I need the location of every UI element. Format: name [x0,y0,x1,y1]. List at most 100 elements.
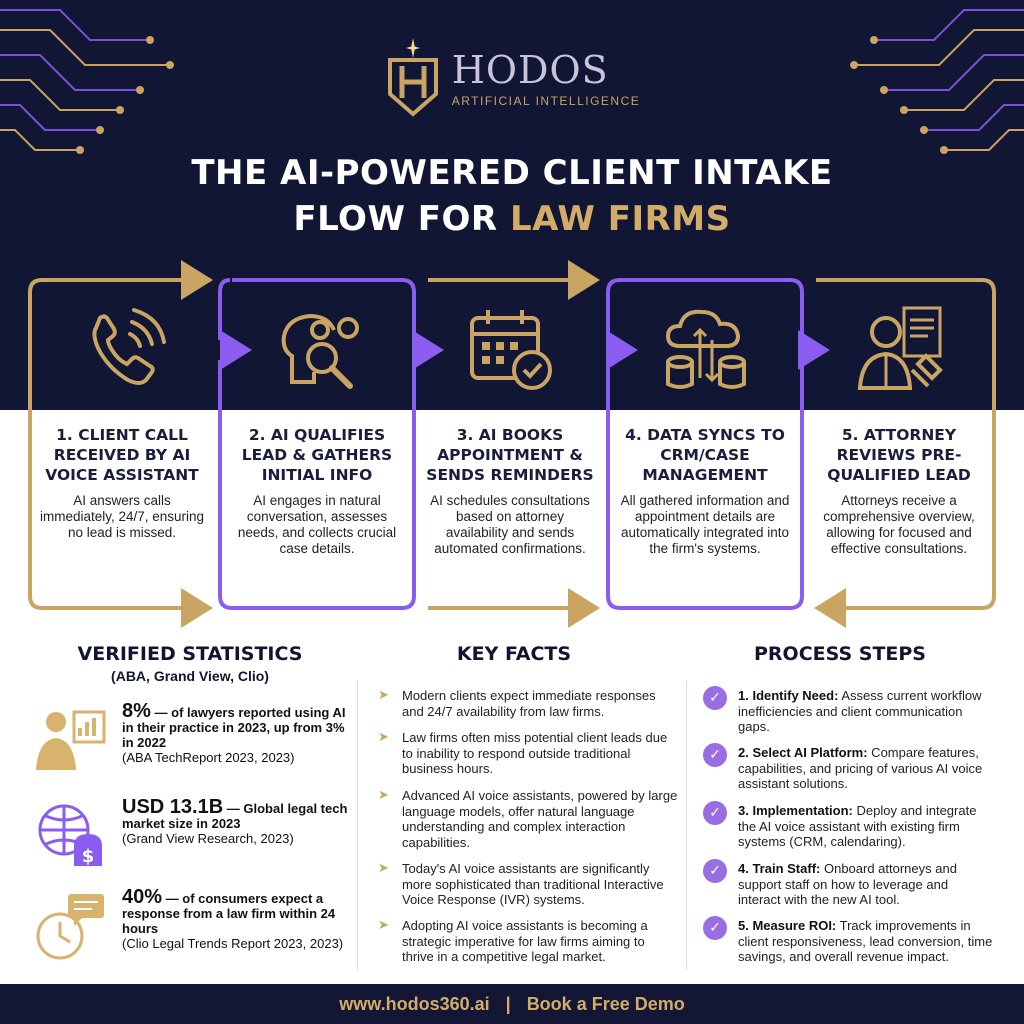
chevron-right-icon: ➤ [378,860,389,875]
brain-gears-icon [281,313,359,389]
process-step-text: 4. Train Staff: Onboard attorneys and su… [738,861,993,908]
process-step: ✓ 1. Identify Need: Assess current workfl… [703,686,993,735]
check-icon: ✓ [703,801,727,825]
stat-item-3: 40% — of consumers expect a response fro… [34,887,354,964]
step-title: 4. DATA SYNCS TO CRM/CASE MANAGEMENT [625,426,785,484]
step-description: All gathered information and appointment… [620,493,790,556]
step-description: AI answers calls immediately, 24/7, ensu… [39,493,205,540]
process-step-text: 2. Select AI Platform: Compare features,… [738,745,993,792]
check-icon: ✓ [703,686,727,710]
clock-message-icon [36,894,104,960]
website-link[interactable]: www.hodos360.ai [339,993,490,1014]
fact-text: Today's AI voice assistants are signific… [402,861,664,907]
fact-item: ➤ Modern clients expect immediate respons… [378,687,678,719]
process-step-label: 3. Implementation: [738,803,853,818]
process-heading: PROCESS STEPS [754,643,926,665]
stat-text: 40% — of consumers expect a response fro… [122,887,354,964]
title-line-2: FLOW FOR LAW FIRMS [0,196,1024,242]
process-step: ✓ 3. Implementation: Deploy and integrate… [703,801,993,850]
process-step-desc: Assess current workflow inefficiencies a… [738,688,982,734]
attorney-icon [857,306,943,390]
flow-step-1: 1. CLIENT CALL RECEIVED BY AI VOICE ASSI… [37,425,207,541]
step-description: AI engages in natural conversation, asse… [237,493,397,556]
step-title: 1. CLIENT CALL RECEIVED BY AI VOICE ASSI… [45,426,199,484]
process-step: ✓ 2. Select AI Platform: Compare features… [703,743,993,792]
stat-description: — of consumers expect a response from a … [122,891,336,936]
process-step-text: 3. Implementation: Deploy and integrate … [738,803,993,850]
fact-item: ➤ Today's AI voice assistants are signifi… [378,860,678,908]
stat-value: 40% [122,886,163,908]
fact-text: Advanced AI voice assistants, powered by… [402,788,678,850]
stat-description: — Global legal tech market size in 2023 [122,801,348,831]
stat-source: (Clio Legal Trends Report 2023, 2023) [122,936,344,951]
stat-text: 8% — of lawyers reported using AI in the… [122,701,354,778]
stat-source: (ABA TechReport 2023, 2023) [122,750,295,765]
step-title: 5. ATTORNEY REVIEWS PRE-QUALIFIED LEAD [827,426,971,484]
process-step-label: 5. Measure ROI: [738,918,837,933]
process-step-label: 1. Identify Need: [738,688,839,703]
process-step-text: 5. Measure ROI: Track improvements in cl… [738,918,993,965]
process-step-desc: Compare features, capabilities, and pric… [738,745,983,791]
fact-item: ➤ Advanced AI voice assistants, powered b… [378,787,678,850]
title-line-2-prefix: FLOW FOR [293,199,510,239]
svg-text:$: $ [82,846,95,867]
step-title: 3. AI BOOKS APPOINTMENT & SENDS REMINDER… [426,426,594,484]
stat-value: USD 13.1B [122,796,224,818]
chevron-right-icon: ➤ [378,687,389,702]
footer-bar: www.hodos360.ai | Book a Free Demo [0,984,1024,1024]
chevron-right-icon: ➤ [378,729,389,744]
step-description: Attorneys receive a comprehensive overvi… [823,493,975,556]
globe-money-icon: $ [38,804,102,867]
hodos-shield-icon [387,38,438,117]
title-highlight: LAW FIRMS [509,199,731,239]
circuit-decoration-left [0,9,174,154]
process-step: ✓ 5. Measure ROI: Track improvements in c… [703,916,993,965]
stat-item-1: 8% — of lawyers reported using AI in the… [34,701,354,778]
process-step-text: 1. Identify Need: Assess current workflo… [738,688,993,735]
fact-item: ➤ Adopting AI voice assistants is becomin… [378,917,678,965]
facts-heading: KEY FACTS [456,643,572,665]
flow-step-2: 2. AI QUALIFIES LEAD & GATHERS INITIAL I… [232,425,402,557]
book-demo-link[interactable]: Book a Free Demo [526,993,685,1014]
process-step-desc: Deploy and integrate the AI voice assist… [738,803,977,849]
flow-step-4: 4. DATA SYNCS TO CRM/CASE MANAGEMENT All… [620,425,790,557]
phone-icon [92,308,166,385]
title-line-1: THE AI-POWERED CLIENT INTAKE [191,153,833,193]
user-chart-icon [36,710,106,770]
brand-subtitle: ARTIFICIAL INTELLIGENCE [451,94,641,108]
stat-item-2: $ USD 13.1B — Global legal tech market s… [34,797,354,874]
stat-source: (Grand View Research, 2023) [122,831,294,846]
step-title: 2. AI QUALIFIES LEAD & GATHERS INITIAL I… [241,426,393,484]
circuit-decoration-right [850,9,1024,154]
calendar-check-icon [470,310,552,390]
check-icon: ✓ [703,859,727,883]
stat-value: 8% [122,700,151,722]
fact-text: Law firms often miss potential client le… [402,730,668,776]
fact-text: Modern clients expect immediate response… [402,688,656,719]
stat-description: — of lawyers reported using AI in their … [122,705,346,750]
footer-separator: | [505,993,511,1014]
page-title: THE AI-POWERED CLIENT INTAKE FLOW FOR LA… [0,150,1024,242]
brand-logo: HODOS ARTIFICIAL INTELLIGENCE [0,38,1024,118]
column-divider [686,680,687,970]
column-divider [357,680,358,970]
stats-subheading: (ABA, Grand View, Clio) [111,668,269,684]
brand-name: HODOS [451,48,609,92]
fact-item: ➤ Law firms often miss potential client l… [378,729,678,777]
process-step: ✓ 4. Train Staff: Onboard attorneys and s… [703,859,993,908]
chevron-right-icon: ➤ [378,917,389,932]
flow-step-3: 3. AI BOOKS APPOINTMENT & SENDS REMINDER… [425,425,595,557]
process-step-label: 4. Train Staff: [738,861,821,876]
step-description: AI schedules consultations based on atto… [430,493,590,556]
flow-step-5: 5. ATTORNEY REVIEWS PRE-QUALIFIED LEAD A… [814,425,984,557]
process-step-label: 2. Select AI Platform: [738,745,868,760]
fact-text: Adopting AI voice assistants is becoming… [402,918,648,964]
check-icon: ✓ [703,743,727,767]
process-step-desc: Track improvements in client responsiven… [738,918,993,964]
check-icon: ✓ [703,916,727,940]
stats-heading: VERIFIED STATISTICS [77,643,303,665]
process-step-desc: Onboard attorneys and support staff on h… [738,861,957,907]
chevron-right-icon: ➤ [378,787,389,802]
cloud-sync-icon [665,309,746,389]
stat-text: USD 13.1B — Global legal tech market siz… [122,797,354,874]
